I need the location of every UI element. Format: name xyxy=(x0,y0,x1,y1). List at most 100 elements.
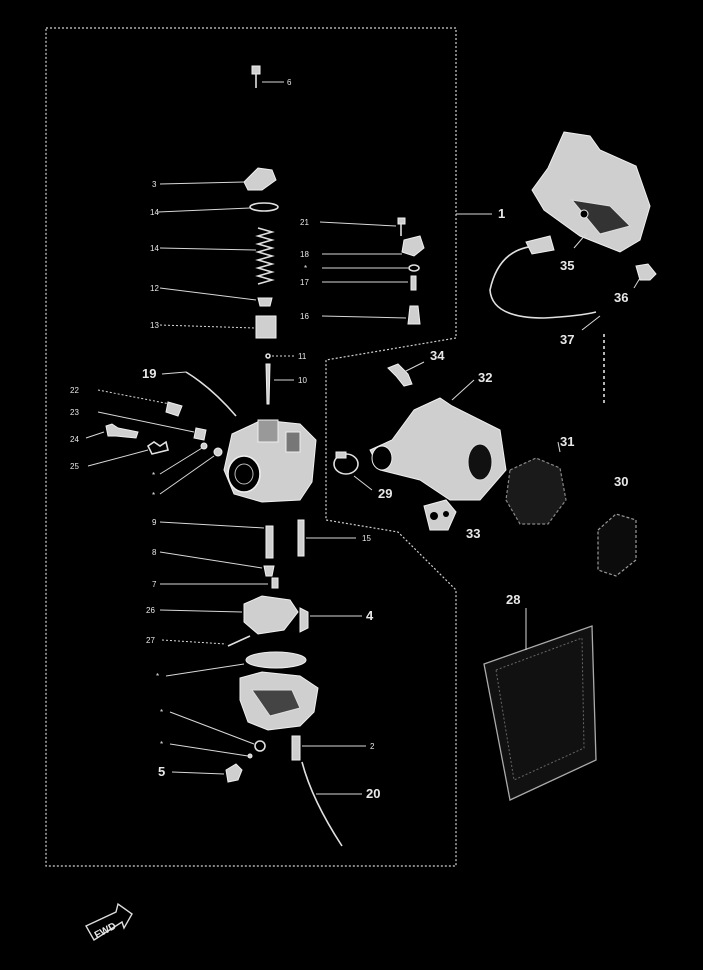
intake-manifold-32 xyxy=(369,397,507,501)
label-8: 8 xyxy=(152,548,157,557)
screw-24 xyxy=(105,423,139,439)
plunger-16 xyxy=(407,305,421,325)
leader-star6 xyxy=(169,743,249,757)
gasket-star4 xyxy=(245,651,307,669)
throttle-housing-35 xyxy=(531,131,651,253)
leader-27 xyxy=(161,639,227,645)
oring-star xyxy=(408,264,420,272)
leader-31 xyxy=(557,441,561,453)
label-1: 1 xyxy=(498,206,505,221)
label-29: 29 xyxy=(378,486,392,501)
label-10: 10 xyxy=(298,376,307,385)
label-35: 35 xyxy=(560,258,574,273)
label-20: 20 xyxy=(366,786,380,801)
reed-gasket-30 xyxy=(597,513,637,577)
label-12: 12 xyxy=(150,284,159,293)
carburetor-body xyxy=(223,419,317,503)
leader-14 xyxy=(159,247,257,251)
label-star4: * xyxy=(156,672,159,681)
gasket-33 xyxy=(423,499,457,531)
leader-37 xyxy=(581,315,601,331)
drain-screw-5 xyxy=(225,763,243,783)
label-19: 19 xyxy=(142,366,156,381)
leader-star4 xyxy=(165,663,245,677)
label-26: 26 xyxy=(146,606,155,615)
leader-25 xyxy=(87,449,149,467)
label-36: 36 xyxy=(614,290,628,305)
label-37: 37 xyxy=(560,332,574,347)
leader-16 xyxy=(321,315,407,319)
gasket-14 xyxy=(249,202,279,212)
float-26 xyxy=(243,595,299,635)
screw-6 xyxy=(251,65,261,88)
float-bowl xyxy=(239,671,319,731)
clamp-29 xyxy=(333,451,359,475)
leader-star3 xyxy=(159,455,215,495)
label-30: 30 xyxy=(614,474,628,489)
leader-36 xyxy=(633,277,641,289)
label-15: 15 xyxy=(362,534,371,543)
label-25: 25 xyxy=(70,462,79,471)
pin-17 xyxy=(410,275,417,291)
washer-star2 xyxy=(200,442,208,450)
leader-star2 xyxy=(159,447,203,475)
washer-star3 xyxy=(213,447,223,457)
label-14: 14 xyxy=(150,244,159,253)
leader-19 xyxy=(161,371,187,375)
label-22: 22 xyxy=(70,386,79,395)
fwd-direction-icon: FWD xyxy=(85,902,133,941)
spring-25 xyxy=(146,440,169,455)
label-7: 7 xyxy=(152,580,157,589)
cap-3 xyxy=(243,167,277,191)
label-13: 13 xyxy=(150,321,159,330)
leader-24 xyxy=(85,431,105,439)
carburetor-frame xyxy=(45,27,457,867)
ring-11 xyxy=(265,353,271,359)
label-18: 18 xyxy=(300,250,309,259)
pin-27 xyxy=(227,635,251,647)
label-star1: * xyxy=(304,264,307,273)
leader-26 xyxy=(159,609,243,613)
label-16: 16 xyxy=(300,312,309,321)
gasket-sheet-28 xyxy=(483,625,597,801)
label-5: 5 xyxy=(158,764,165,779)
screw-36 xyxy=(635,263,657,281)
label-21: 21 xyxy=(300,218,309,227)
label-23: 23 xyxy=(70,408,79,417)
leader-32 xyxy=(451,379,475,401)
hose-20 xyxy=(301,761,343,847)
leader-13 xyxy=(159,324,255,329)
jet-8 xyxy=(263,565,275,577)
fitting-2 xyxy=(291,735,301,761)
label-33: 33 xyxy=(466,526,480,541)
leader-21 xyxy=(319,221,397,227)
hose-19 xyxy=(185,371,237,417)
label-24: 24 xyxy=(70,435,79,444)
label-14a: 14 xyxy=(150,208,159,217)
label-11: 11 xyxy=(298,352,307,361)
jet-9 xyxy=(265,525,274,559)
needle-10 xyxy=(265,363,271,405)
spring-14 xyxy=(255,227,275,285)
leader-22 xyxy=(97,389,171,405)
clip-12 xyxy=(257,297,273,307)
screw-21 xyxy=(397,217,406,236)
label-9: 9 xyxy=(152,518,157,527)
label-27: 27 xyxy=(146,636,155,645)
label-star2: * xyxy=(152,471,155,480)
bracket-18 xyxy=(401,235,425,257)
valve-4 xyxy=(299,607,309,633)
washer-star5 xyxy=(254,740,266,752)
reed-valve-31 xyxy=(505,457,567,525)
label-2: 2 xyxy=(370,742,375,751)
leader-star5 xyxy=(169,711,255,745)
leader-35 xyxy=(573,233,587,249)
fwd-label: FWD xyxy=(93,921,118,941)
jet-7 xyxy=(271,577,279,589)
label-17: 17 xyxy=(300,278,309,287)
label-28: 28 xyxy=(506,592,520,607)
jet-15 xyxy=(297,519,305,557)
jet-23 xyxy=(193,427,207,441)
